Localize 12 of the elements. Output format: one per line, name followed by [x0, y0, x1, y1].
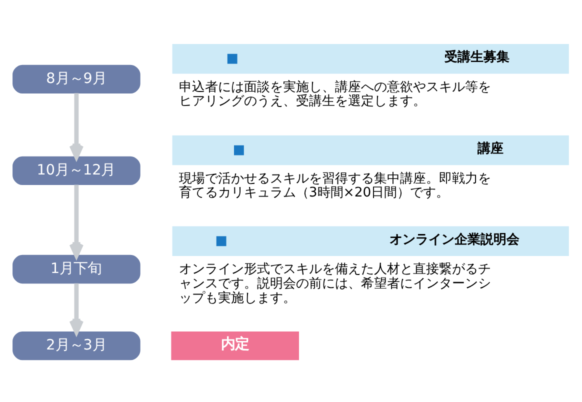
node-box: 内定: [171, 331, 299, 360]
node-box: 10月～12月: [12, 156, 140, 184]
node-box: 1月下旬: [12, 254, 140, 284]
node-box: 2月～3月: [12, 331, 140, 360]
node-box: オンライン企業説明会: [172, 226, 569, 256]
node-label: 現場で活かせるスキルを習得する集中講座。即戦力を育てるカリキュラム（3時間×20日間）です。: [178, 170, 491, 200]
node-label: オンライン形式でスキルを備えた人材と直接繋がるチャンスです。説明会の前には、希望者にインターンシップも実施します。: [178, 262, 491, 306]
node-label: 申込者には面談を実施し、講座への意欲やスキル等をヒアリングのうえ、受講生を選定します。: [178, 79, 491, 109]
node-box: 受講生募集: [172, 43, 569, 74]
arrow: [69, 92, 84, 159]
node-box: 講座: [172, 134, 569, 165]
node-box: 8月～9月: [12, 64, 140, 94]
